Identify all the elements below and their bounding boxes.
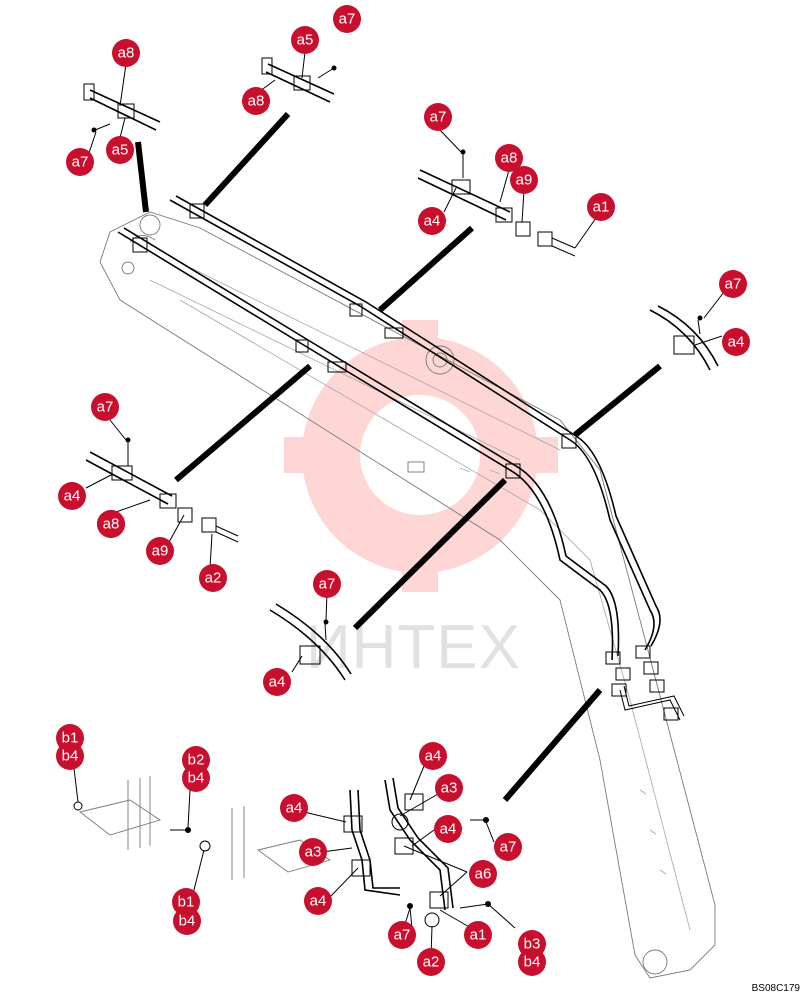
callout: a7 (333, 5, 361, 33)
callout: a4 (418, 207, 446, 235)
callout-label: a7 (725, 276, 742, 293)
callout: a7 (313, 570, 341, 598)
detail-upper-right (417, 149, 576, 257)
callout: a7 (66, 148, 94, 176)
callout-label: a7 (430, 109, 447, 126)
callout-label: a4 (64, 488, 81, 505)
callout-label: b4 (524, 954, 541, 971)
callout: a4 (263, 668, 291, 696)
callout: a4 (434, 815, 462, 843)
callout: a7 (494, 833, 522, 861)
callout: a5 (106, 136, 134, 164)
callout-leaders (72, 51, 725, 959)
callout: a9 (510, 166, 538, 194)
callout: b4 (182, 764, 210, 792)
callout: a3 (299, 838, 327, 866)
callout: a7 (719, 270, 747, 298)
callout-label: a4 (425, 748, 442, 765)
boom-outline (99, 211, 716, 979)
callout: a9 (146, 537, 174, 565)
callout: a7 (424, 103, 452, 131)
callout-label: a4 (440, 821, 457, 838)
detail-center-clamp (269, 603, 352, 681)
callout: b4 (56, 742, 84, 770)
callout-label: a1 (593, 199, 610, 216)
detail-right-clamp (649, 305, 719, 371)
callout-label: a7 (500, 839, 517, 856)
callout: a8 (97, 510, 125, 538)
callout: a7 (388, 921, 416, 949)
callout: a1 (464, 921, 492, 949)
callout-label: a7 (394, 927, 411, 944)
callout-label: a4 (310, 893, 327, 910)
callout-label: b3 (524, 936, 541, 953)
callout-label: a5 (297, 32, 314, 49)
callout: a4 (58, 482, 86, 510)
callout-label: b4 (62, 748, 79, 765)
callout: a4 (722, 328, 750, 356)
callout-label: a4 (728, 334, 745, 351)
callout-label: a7 (97, 399, 114, 416)
callout: a4 (419, 742, 447, 770)
hydraulic-pipes (117, 195, 685, 721)
callout-label: a3 (441, 780, 458, 797)
callout-label: a3 (305, 844, 322, 861)
watermark-logo (284, 320, 558, 592)
callout: a8 (112, 39, 140, 67)
callout-label: b4 (179, 913, 196, 930)
callout-label: a8 (501, 150, 518, 167)
detail-bottom-left (73, 776, 332, 880)
callout-label: a7 (319, 576, 336, 593)
callout-label: a2 (205, 570, 222, 587)
callout: a7 (91, 393, 119, 421)
callout: a2 (199, 564, 227, 592)
callout-label: b1 (178, 894, 195, 911)
callout-label: a8 (118, 45, 135, 62)
callout-label: a4 (286, 800, 303, 817)
callout: a4 (304, 887, 332, 915)
callout: a5 (291, 26, 319, 54)
callout-label: a6 (475, 866, 492, 883)
detail-top-left (83, 83, 161, 133)
callout-label: a7 (339, 11, 356, 28)
callout: a1 (587, 193, 615, 221)
callout-label: a8 (103, 516, 120, 533)
drawing-code: BS08C179 (751, 983, 800, 994)
callout-label: a9 (152, 543, 169, 560)
callout-label: b4 (188, 770, 205, 787)
callout: a6 (469, 860, 497, 888)
callout: b4 (173, 907, 201, 935)
callout-label: a5 (112, 142, 129, 159)
callout-label: a4 (269, 674, 286, 691)
callout-label: b2 (188, 752, 205, 769)
callout: a8 (242, 87, 270, 115)
callout: a2 (417, 948, 445, 976)
callout-label: a8 (248, 93, 265, 110)
callout: b4 (518, 948, 546, 976)
callout-label: a2 (423, 954, 440, 971)
callout-label: a1 (470, 927, 487, 944)
callout: a3 (435, 774, 463, 802)
watermark-text: ИНТЕХ (306, 613, 521, 682)
callout-label: a4 (424, 213, 441, 230)
callout-label: a9 (516, 172, 533, 189)
callout-label: a7 (72, 154, 89, 171)
callout-label: b1 (62, 730, 79, 747)
callout: a4 (280, 794, 308, 822)
detail-leaders (135, 111, 662, 802)
detail-left-middle (85, 437, 239, 543)
detail-bottom-fittings (343, 777, 491, 929)
detail-top-middle (261, 57, 337, 103)
callout: a8 (495, 144, 523, 172)
